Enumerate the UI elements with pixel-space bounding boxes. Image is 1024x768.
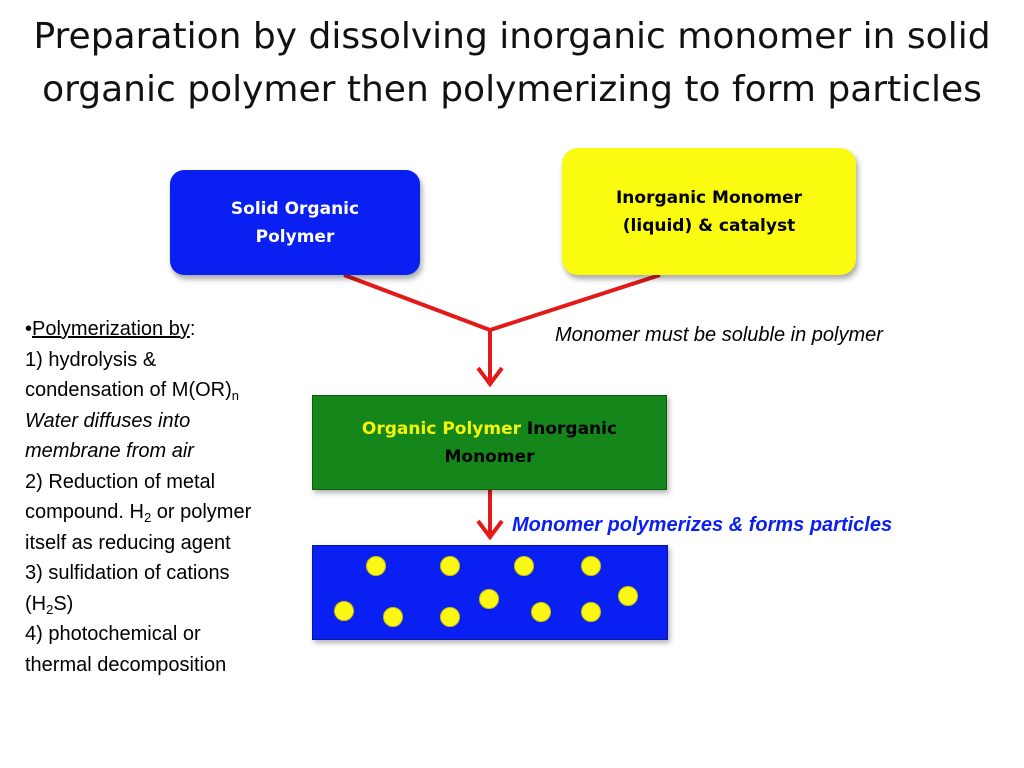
inorganic-monomer-line-2: (liquid) & catalyst — [622, 215, 796, 236]
slide-title: Preparation by dissolving inorganic mono… — [0, 10, 1024, 116]
particle — [531, 602, 551, 622]
arrow-from-solid-polymer — [343, 273, 491, 332]
solid-polymer-line-2: Polymer — [255, 226, 335, 247]
particle — [334, 601, 354, 621]
polymer-monomer-mixture-box: Organic Polymer Inorganic Monomer — [312, 395, 667, 490]
particle — [581, 556, 601, 576]
particle-formation-note: Monomer polymerizes & forms particles — [512, 514, 893, 536]
inorganic-monomer-box: Inorganic Monomer (liquid) & catalyst — [562, 148, 856, 275]
mixture-monomer-label: Monomer — [444, 446, 535, 467]
particles-in-polymer-box — [312, 545, 668, 640]
solid-organic-polymer-box: Solid Organic Polymer — [170, 170, 420, 275]
arrowhead-to-particles — [476, 519, 504, 541]
title-line-1: Preparation by dissolving inorganic mono… — [33, 16, 991, 57]
list-heading: •Polymerization by: — [25, 318, 196, 340]
particle — [581, 602, 601, 622]
list-item: itself as reducing agent — [25, 531, 231, 554]
list-item: 1) hydrolysis & — [25, 348, 157, 371]
particle — [514, 556, 534, 576]
list-item: 3) sulfidation of cations — [25, 562, 230, 584]
list-item: (H2S) — [25, 592, 74, 617]
particle — [383, 607, 403, 627]
list-item: compound. H2 or polymer — [25, 501, 252, 525]
list-item: Water diffuses into — [25, 409, 191, 432]
list-item: thermal decomposition — [25, 653, 227, 676]
arrow-from-inorganic-monomer — [489, 273, 661, 332]
arrowhead-to-mixture — [476, 366, 504, 388]
list-item: condensation of M(OR)n — [25, 379, 239, 403]
title-line-2: organic polymer then polymerizing to for… — [42, 69, 982, 110]
list-item: 2) Reduction of metal — [25, 470, 216, 493]
particle — [366, 556, 386, 576]
solid-polymer-line-1: Solid Organic — [230, 198, 360, 219]
particle — [618, 586, 638, 606]
mixture-inorganic-label: Inorganic — [526, 418, 618, 439]
solubility-note: Monomer must be soluble in polymer — [555, 324, 883, 346]
mixture-organic-polymer-label: Organic Polymer — [361, 418, 521, 439]
particle — [440, 607, 460, 627]
particle — [440, 556, 460, 576]
list-item: membrane from air — [25, 440, 194, 462]
particle — [479, 589, 499, 609]
polymerization-methods-list: •Polymerization by: 1) hydrolysis & cond… — [25, 314, 325, 680]
inorganic-monomer-line-1: Inorganic Monomer — [615, 187, 803, 208]
list-item: 4) photochemical or — [25, 623, 201, 645]
